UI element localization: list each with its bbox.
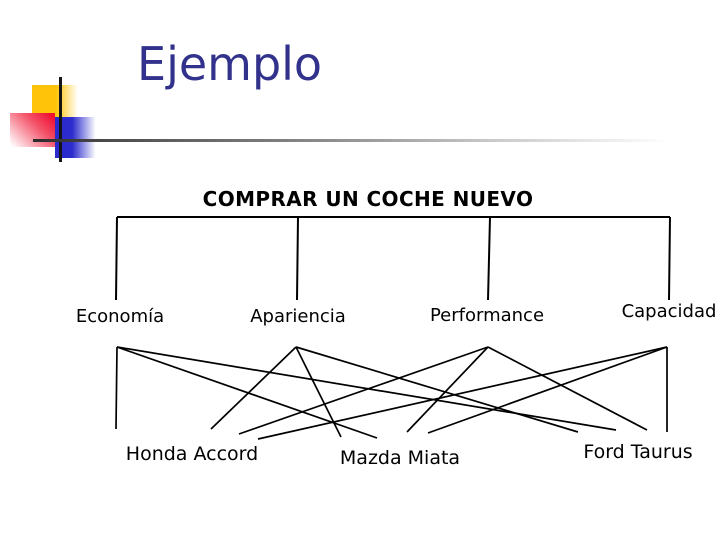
edge-capacidad-mazda (427, 346, 668, 434)
goal-drop-capacidad (668, 216, 671, 301)
slide-title: Ejemplo (137, 37, 323, 91)
alternative-label-mazda-miata: Mazda Miata (339, 447, 461, 469)
decor-horizontal-rule (33, 139, 671, 142)
alternative-label-ford-taurus: Ford Taurus (583, 441, 693, 463)
edge-apariencia-honda (210, 346, 297, 430)
edge-apariencia-mazda (295, 346, 342, 438)
edge-performance-honda (238, 346, 489, 435)
alternative-label-honda-accord: Honda Accord (125, 443, 259, 465)
goal-label: COMPRAR UN COCHE NUEVO (202, 187, 534, 211)
edge-economia-mazda (116, 346, 378, 439)
criterion-label-economia: Economía (75, 306, 165, 327)
edge-performance-mazda (406, 346, 489, 433)
criterion-label-performance: Performance (429, 305, 545, 326)
criterion-label-apariencia: Apariencia (250, 306, 346, 327)
goal-drop-apariencia (296, 216, 299, 301)
edge-economia-ford (116, 346, 617, 431)
criterion-label-capacidad: Capacidad (621, 301, 717, 322)
edge-capacidad-honda (257, 346, 668, 440)
decor-yellow-square (32, 85, 78, 118)
goal-drop-economia (115, 216, 118, 301)
edge-economia-honda (115, 346, 118, 430)
goal-drop-performance (487, 216, 491, 301)
edge-performance-ford (487, 346, 648, 431)
decor-vertical-line (59, 77, 62, 162)
edge-apariencia-ford (295, 346, 579, 433)
